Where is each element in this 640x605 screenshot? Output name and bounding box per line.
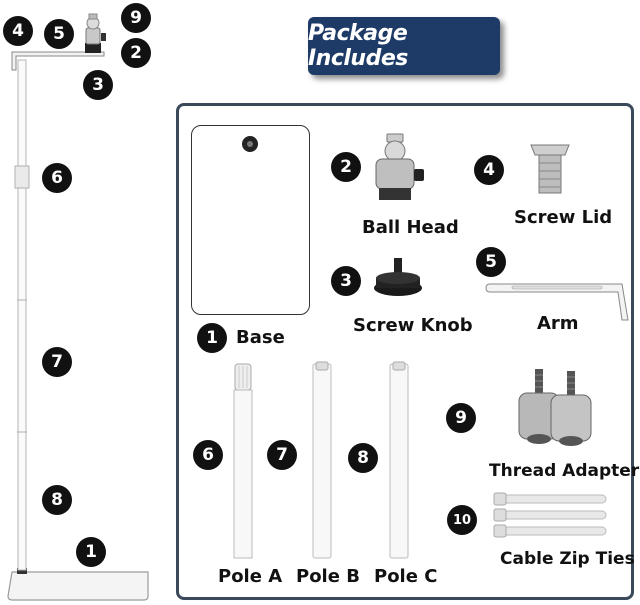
label-arm: Arm (537, 313, 579, 334)
stand-callout-5: 5 (44, 19, 74, 49)
ball-head-image (375, 133, 424, 200)
label-pole-c: Pole C (374, 566, 438, 587)
stand-callout-6: 6 (42, 163, 72, 193)
package-title-banner: Package Includes (308, 17, 500, 75)
badge-screw-knob: 3 (331, 266, 361, 296)
badge-pole-a: 6 (193, 440, 223, 470)
badge-pole-b: 7 (267, 440, 297, 470)
label-screw-knob: Screw Knob (353, 315, 473, 336)
stand-illustration (7, 13, 149, 601)
stand-callout-4: 4 (3, 16, 33, 46)
arm-image (485, 283, 629, 321)
label-base: Base (236, 327, 285, 348)
base-image (191, 125, 310, 315)
label-pole-a: Pole A (218, 566, 283, 587)
assembled-stand: 4 5 9 2 3 6 7 8 1 (0, 0, 170, 605)
stand-callout-1: 1 (76, 537, 106, 567)
label-pole-b: Pole B (296, 566, 360, 587)
badge-cable-zip-ties: 10 (447, 505, 477, 535)
label-thread-adapters: Thread Adapters (489, 461, 640, 481)
badge-ball-head: 2 (331, 152, 361, 182)
stand-callout-3: 3 (83, 70, 113, 100)
stand-callout-9: 9 (121, 3, 151, 33)
stand-callout-8: 8 (42, 485, 72, 515)
cable-zip-ties-image (493, 492, 607, 538)
label-cable-zip-ties: Cable Zip Ties (500, 549, 635, 569)
pole-c-image (389, 361, 409, 559)
screw-lid-image (530, 144, 570, 194)
badge-screw-lid: 4 (474, 155, 504, 185)
badge-pole-c: 8 (348, 443, 378, 473)
label-screw-lid: Screw Lid (514, 207, 613, 228)
pole-a-image (233, 363, 253, 559)
label-ball-head: Ball Head (362, 217, 459, 238)
badge-arm: 5 (476, 247, 506, 277)
base-screw-hole-icon (242, 136, 258, 152)
badge-thread-adapters: 9 (446, 403, 476, 433)
package-contents-panel (176, 103, 634, 600)
thread-adapters-image (518, 369, 592, 446)
stand-callout-2: 2 (121, 38, 151, 68)
stand-callout-7: 7 (42, 347, 72, 377)
page-title: Package Includes (308, 21, 408, 71)
pole-b-image (312, 361, 332, 559)
screw-knob-image (374, 258, 422, 296)
badge-base: 1 (197, 323, 227, 353)
